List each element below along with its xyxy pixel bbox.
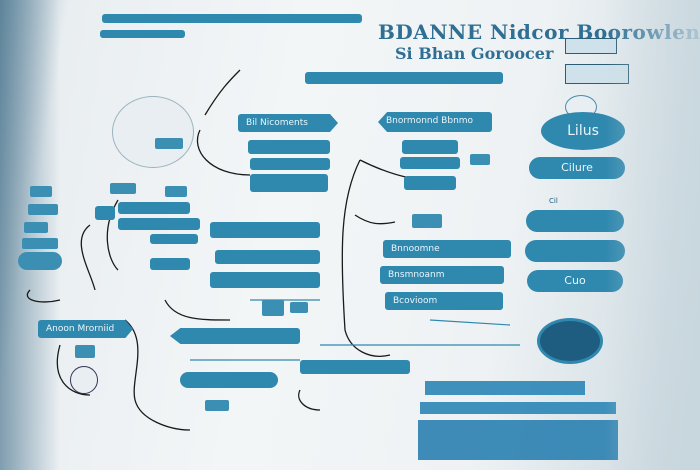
left-node-tag bbox=[155, 138, 183, 149]
center-bar-1 bbox=[248, 140, 330, 154]
left-bar-3 bbox=[150, 234, 198, 244]
right-oval-4 bbox=[525, 240, 625, 262]
cr-tag-2 bbox=[412, 214, 442, 228]
lower-bar-1 bbox=[170, 328, 300, 344]
cr-bar-1 bbox=[402, 140, 458, 154]
center-bar-5 bbox=[215, 250, 320, 264]
center-head-left: Bil Nicoments bbox=[238, 114, 338, 132]
right-glare bbox=[605, 0, 700, 470]
cr-bar-4: Bnnoomne bbox=[383, 240, 511, 258]
center-bar-4 bbox=[210, 222, 320, 238]
cr-bar-6: Bcovioom bbox=[385, 292, 503, 310]
center-bar-3 bbox=[250, 174, 328, 192]
cr-bar-3 bbox=[404, 176, 456, 190]
cr-tag-1 bbox=[470, 154, 490, 165]
left-bar-4 bbox=[150, 258, 190, 270]
lower-right-bar-2 bbox=[420, 402, 616, 414]
lower-tag-1 bbox=[75, 345, 95, 358]
left-tag-1 bbox=[30, 186, 52, 197]
center-bar-2 bbox=[250, 158, 330, 170]
lower-bar-2 bbox=[180, 372, 278, 388]
cr-bar-2 bbox=[400, 157, 460, 169]
center-bar-6 bbox=[210, 272, 320, 288]
left-bar-5 bbox=[95, 206, 115, 220]
left-bar-1 bbox=[118, 202, 190, 214]
right-badge-icon bbox=[537, 318, 603, 364]
left-node-circle bbox=[112, 96, 194, 168]
lower-bar-3 bbox=[300, 360, 410, 374]
left-tag-3 bbox=[24, 222, 48, 233]
left-tag-2 bbox=[28, 204, 58, 215]
lower-right-bar-1 bbox=[425, 381, 585, 395]
lower-left-icon bbox=[70, 366, 98, 394]
center-tag-1 bbox=[262, 300, 284, 316]
left-tag-4 bbox=[22, 238, 58, 249]
left-tag-5 bbox=[18, 252, 62, 270]
page-subtitle: Si Bhan Goroocer bbox=[395, 44, 554, 63]
lower-right-block bbox=[418, 420, 618, 460]
lower-tag-2 bbox=[205, 400, 229, 411]
top-bar-2 bbox=[100, 30, 185, 38]
center-head-right: Bnormonnd Bbnmo bbox=[378, 112, 492, 132]
right-small-label: Cil bbox=[549, 197, 558, 205]
lower-left-label: Anoon Mrorniid bbox=[38, 320, 133, 338]
right-oval-3 bbox=[526, 210, 624, 232]
top-bar-3 bbox=[305, 72, 503, 84]
left-tag-7 bbox=[165, 186, 187, 197]
left-tag-6 bbox=[110, 183, 136, 194]
right-oval-5: Cuo bbox=[527, 270, 623, 292]
right-oval-2: Cilure bbox=[529, 157, 625, 179]
left-bar-2 bbox=[118, 218, 200, 230]
left-glare bbox=[0, 0, 60, 470]
top-bar-1 bbox=[102, 14, 362, 23]
cr-bar-5: Bnsmnoanm bbox=[380, 266, 504, 284]
center-tag-2 bbox=[290, 302, 308, 313]
